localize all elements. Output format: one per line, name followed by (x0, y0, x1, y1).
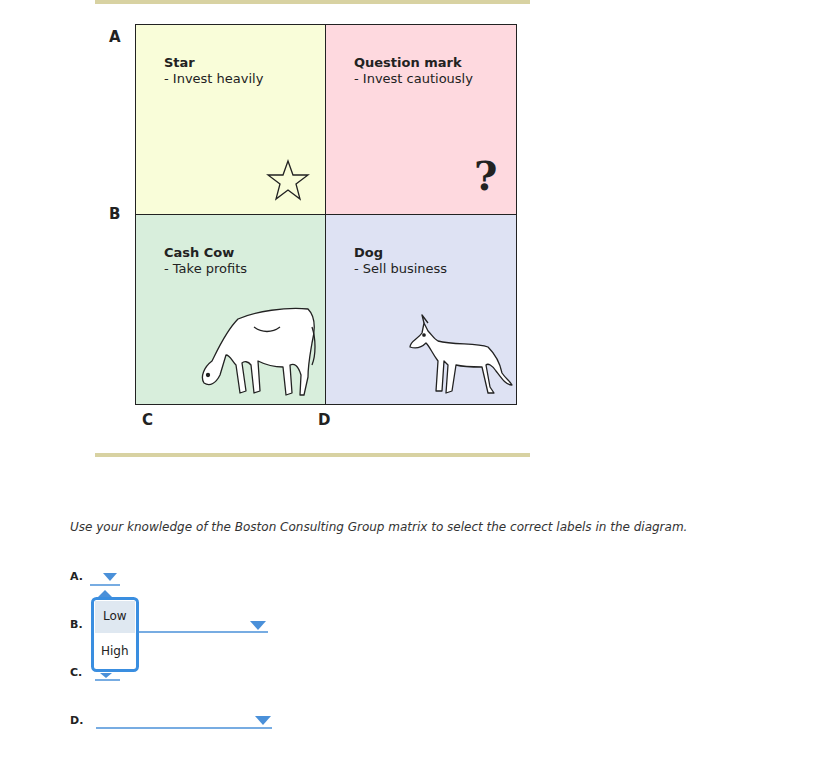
dog-quadrant: Dog- Sell business (325, 214, 517, 405)
quadrant-advice: - Invest heavily (164, 71, 317, 87)
highlighted-option (95, 601, 135, 633)
quadrant-title: Dog (354, 245, 508, 261)
answer-letter: C. (70, 666, 82, 679)
star-quadrant: Star- Invest heavily (135, 24, 326, 215)
instruction-text: Use your knowledge of the Boston Consult… (70, 520, 687, 534)
dropdown-arrow (255, 716, 271, 725)
quadrant-advice: - Take profits (164, 261, 317, 277)
dropdown-option: High (101, 644, 129, 658)
quadrant-title: Cash Cow (164, 245, 317, 261)
axis-label: C (142, 411, 153, 429)
axis-label: B (109, 205, 120, 223)
answer-letter: A. (70, 570, 83, 583)
dropdown-line (90, 584, 120, 586)
bottom-bar (95, 453, 530, 457)
quadrant-title: Question mark (354, 55, 508, 71)
answer-letter: D. (70, 714, 83, 727)
top-bar (95, 0, 530, 4)
cow-illustration (136, 215, 326, 405)
axis-label: D (318, 411, 330, 429)
answer-letter: B. (70, 618, 83, 631)
dog-illustration (326, 215, 516, 405)
dropdown-popup (93, 599, 138, 671)
question-mark-icon: ? (474, 154, 497, 198)
cash-cow-quadrant: Cash Cow- Take profits (135, 214, 326, 405)
dropdown-caret (100, 673, 112, 678)
dropdown-line (138, 631, 268, 633)
dropdown-arrow (103, 573, 117, 581)
quadrant-title: Star (164, 55, 317, 71)
quadrant-advice: - Invest cautiously (354, 71, 508, 87)
quadrant-advice: - Sell business (354, 261, 508, 277)
star-icon (136, 25, 326, 215)
dropdown-arrow (250, 621, 266, 630)
dropdown-line (95, 679, 120, 681)
axis-label: A (109, 28, 121, 46)
dropdown-option: Low (103, 609, 127, 623)
dropdown-line (96, 727, 272, 729)
dropdown-caret (98, 590, 112, 597)
